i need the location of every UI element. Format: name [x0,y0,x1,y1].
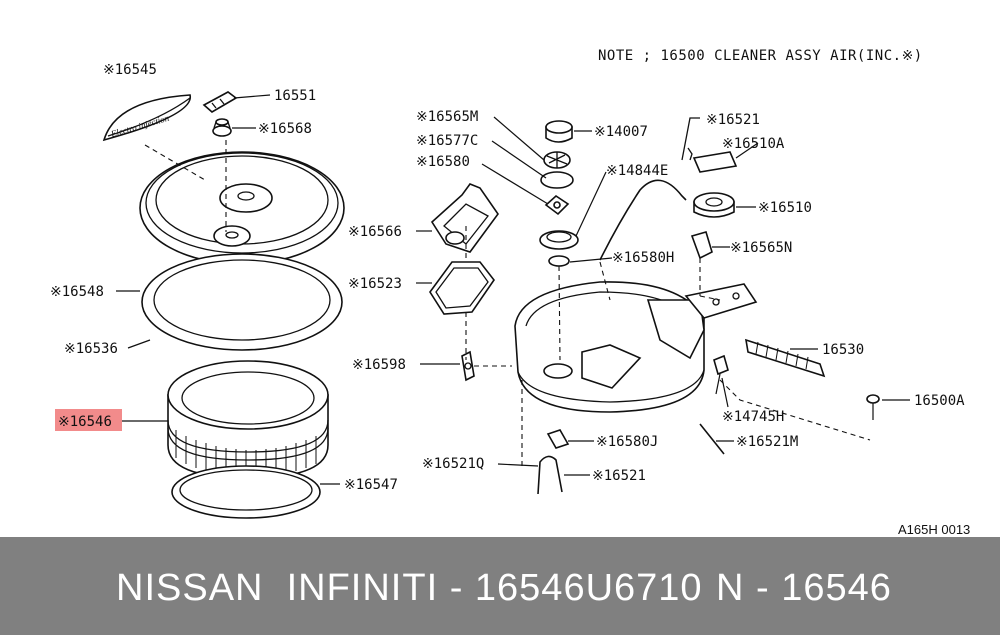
drawing-reference: A165H 0013 [898,522,970,537]
label-16565N: ※16565N [730,240,792,256]
label-16551: 16551 [274,88,316,104]
label-16521-bottom: ※16521 [592,468,646,484]
label-16530: 16530 [822,342,864,358]
label-14745H: ※14745H [722,409,784,425]
filter-element-16546-part [167,360,329,479]
gasket-16536-part [141,253,343,351]
decal-16545-part: Electro injection [102,94,191,142]
clip-16580J-part [546,429,570,449]
label-14844E: ※14844E [606,163,668,179]
center-dash-lines [465,226,871,470]
tube-16521M-part [699,423,725,455]
hose-16521-upper-part [599,179,687,261]
label-16548: ※16548 [50,284,104,300]
bracket-16510A-part [687,147,738,173]
part-number-text: NISSAN INFINITI - 16546U6710 [116,567,703,609]
bracket-16566-part [430,183,499,253]
housing-bowl-part [514,281,758,413]
label-16568: ※16568 [258,121,312,137]
seal-part [548,255,570,267]
valve-16510-part [693,192,735,218]
highlight-16546 [55,409,122,431]
leader-lines [116,94,910,485]
label-16536: ※16536 [64,341,118,357]
bolt-14745H-part [713,354,729,395]
ring-16580-part [540,171,574,189]
gasket-16547-part [171,465,321,519]
label-16523: ※16523 [348,276,402,292]
hose-16521-lower-part [537,455,563,495]
label-16580J: ※16580J [596,434,658,450]
clip-16598-part [461,350,475,382]
cap-16565N-part [690,231,713,260]
label-16580: ※16580 [416,154,470,170]
label-16566: ※16566 [348,224,402,240]
label-16510: ※16510 [758,200,812,216]
cap-14007-part [545,120,573,143]
bolt-16500A-part [866,394,880,420]
label-16577C: ※16577C [416,133,478,149]
label-16547: ※16547 [344,477,398,493]
left-center-line [144,140,227,232]
parts-diagram: NOTE ; 16500 CLEANER ASSY AIR(INC.※) Ele… [50,48,970,537]
label-16510A: ※16510A [722,136,785,152]
clip-16551-part [202,91,238,113]
wing-nut-16568-part [212,118,232,137]
duct-16530-part [744,338,826,378]
label-16580H: ※16580H [612,250,674,266]
note-text: NOTE ; 16500 CLEANER ASSY AIR(INC.※) [598,48,923,64]
valve-14844E-part [544,194,570,216]
label-14007: ※14007 [594,124,648,140]
label-16521-top: ※16521 [706,112,760,128]
cover-16548-part [139,151,345,265]
label-16521Q: ※16521Q [422,456,484,472]
label-16546: ※16546 [58,414,112,430]
hose-16521-line [681,117,700,161]
label-16545: ※16545 [103,62,157,78]
reference-number-text: N - 16546 [716,567,892,609]
label-16521M: ※16521M [736,434,798,450]
mesh-16577C-part [543,151,571,169]
footer-bar: NISSAN INFINITI - 16546U6710 N - 16546 [0,537,1000,635]
label-16565M: ※16565M [416,109,478,125]
label-16598: ※16598 [352,357,406,373]
grommet-part [539,230,579,250]
label-16500A: 16500A [914,393,965,409]
gasket-16523-part [429,261,495,315]
